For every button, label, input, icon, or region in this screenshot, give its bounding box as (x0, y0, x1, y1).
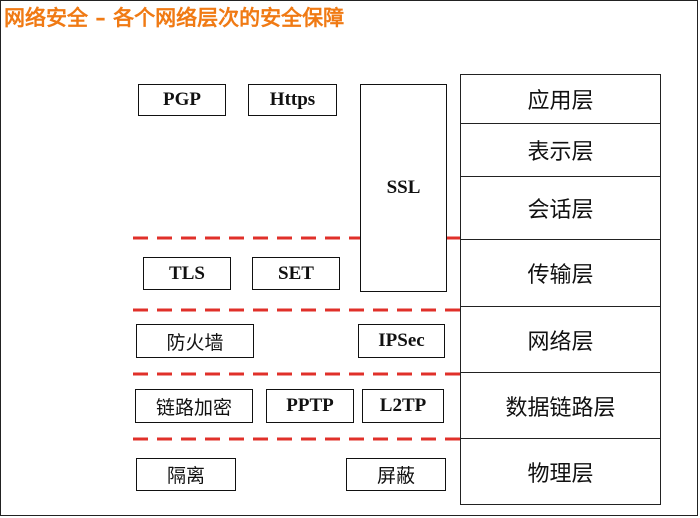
protocol-shielding: 屏蔽 (346, 458, 446, 491)
slide-title: 网络安全 – 各个网络层次的安全保障 (4, 6, 345, 30)
layer-physical: 物理层 (460, 438, 661, 505)
layer-presentation: 表示层 (460, 123, 661, 177)
protocol-link-encryption: 链路加密 (135, 389, 253, 423)
protocol-ssl: SSL (360, 84, 447, 292)
layer-transport: 传输层 (460, 239, 661, 307)
protocol-isolation: 隔离 (136, 458, 236, 491)
layer-application: 应用层 (460, 74, 661, 124)
protocol-tls: TLS (143, 257, 231, 290)
protocol-pgp: PGP (138, 84, 226, 116)
protocol-ipsec: IPSec (358, 324, 445, 358)
layer-network: 网络层 (460, 306, 661, 373)
protocol-firewall: 防火墙 (136, 324, 254, 358)
protocol-https: Https (248, 84, 337, 116)
protocol-pptp: PPTP (266, 389, 354, 423)
layer-session: 会话层 (460, 176, 661, 240)
protocol-set: SET (252, 257, 340, 290)
protocol-l2tp: L2TP (362, 389, 444, 423)
layer-data-link: 数据链路层 (460, 372, 661, 439)
